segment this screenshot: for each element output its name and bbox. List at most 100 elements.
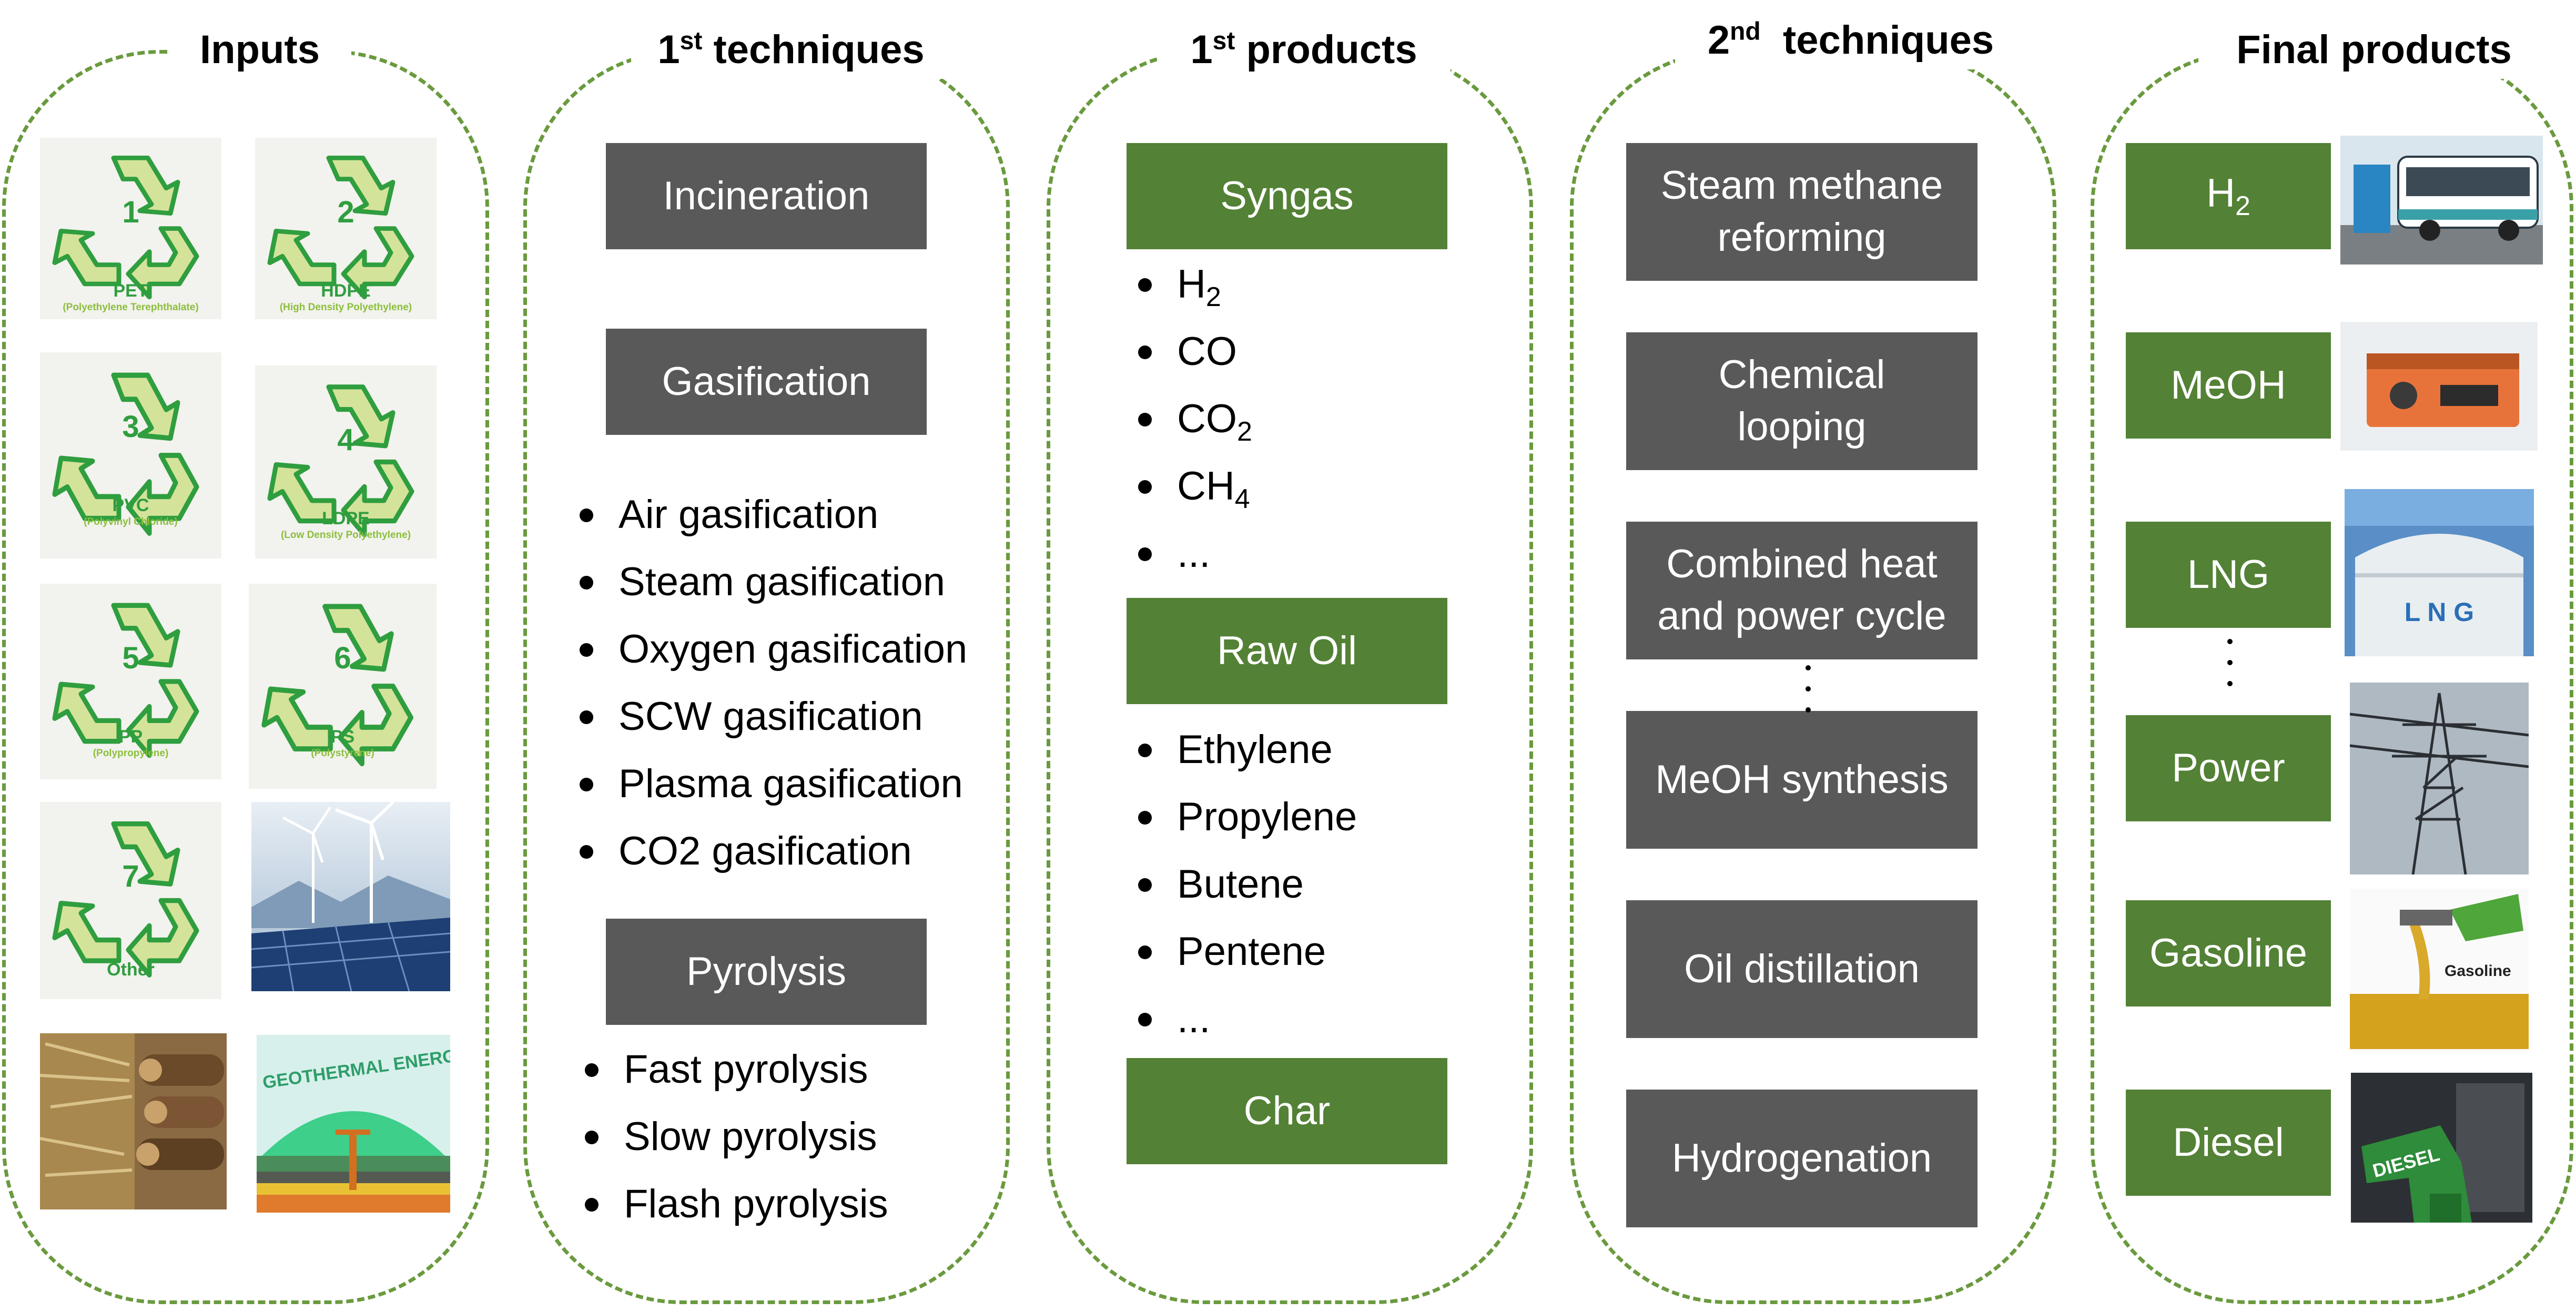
final-product-box: LNG bbox=[2126, 522, 2331, 628]
list-item: Butene bbox=[1131, 851, 1357, 918]
box-label: Gasification bbox=[662, 359, 871, 404]
power-pylon-image bbox=[2350, 683, 2529, 874]
box-label-line: reforming bbox=[1717, 215, 1887, 260]
list-item: Ethylene bbox=[1131, 716, 1357, 784]
plastic-name: (High Density Polyethylene) bbox=[279, 302, 412, 313]
final-product-box: Power bbox=[2126, 715, 2331, 821]
recycle-number: 2 bbox=[337, 195, 354, 229]
plastic-code: PS bbox=[330, 727, 355, 747]
recycle-arrows-icon bbox=[261, 604, 414, 767]
plastic-code: Other bbox=[107, 960, 155, 980]
list-item: CO bbox=[1131, 318, 1252, 385]
plastic-name: (Low Density Polyethylene) bbox=[280, 530, 411, 541]
recycle-arrows-icon bbox=[267, 384, 414, 537]
plastic-name: (Polyethylene Terephthalate) bbox=[63, 302, 199, 313]
incineration-box: Incineration bbox=[606, 143, 927, 249]
recycle-number: 7 bbox=[122, 859, 139, 893]
box-label: MeOH synthesis bbox=[1655, 754, 1949, 806]
recycle-number: 4 bbox=[337, 423, 354, 457]
list-item: Fast pyrolysis bbox=[577, 1036, 888, 1103]
plastic-name: (Polypropylene) bbox=[93, 748, 169, 759]
list-item: ... bbox=[1131, 985, 1357, 1053]
recycle-number: 5 bbox=[122, 641, 139, 675]
final-product-box: Gasoline bbox=[2126, 900, 2331, 1006]
title-superscript: st bbox=[1212, 27, 1235, 55]
lng-tank-graphic bbox=[2345, 489, 2534, 656]
list-item: Oxygen gasification bbox=[572, 616, 967, 683]
hydrogen-bus-image bbox=[2340, 136, 2543, 265]
biomass-wood-image bbox=[40, 1033, 227, 1209]
list-item: CO2 bbox=[1131, 385, 1252, 453]
ellipsis-vertical-icon bbox=[1803, 665, 1813, 713]
second-technique-box: MeOH synthesis bbox=[1626, 711, 1977, 849]
list-item: Plasma gasification bbox=[572, 750, 967, 818]
list-item: Steam gasification bbox=[572, 548, 967, 616]
box-label-line: Oil distillation bbox=[1684, 946, 1920, 991]
lng-tank-image: L N G bbox=[2345, 489, 2534, 656]
list-item: ... bbox=[1131, 520, 1252, 587]
biomass-wood-graphic bbox=[40, 1033, 227, 1209]
plastic-code: HDPE bbox=[321, 281, 371, 301]
final-product-box: MeOH bbox=[2126, 332, 2331, 439]
final-product-box: H2 bbox=[2126, 143, 2331, 249]
title-number: 1 bbox=[657, 27, 680, 72]
box-label: Chemical looping bbox=[1719, 349, 1885, 453]
recycle-arrows-icon bbox=[52, 156, 199, 300]
diesel-nozzle-image: DIESEL bbox=[2351, 1073, 2532, 1223]
box-label: Power bbox=[2172, 745, 2285, 790]
title-number: 2 bbox=[1707, 18, 1730, 63]
box-label-line: Hydrogenation bbox=[1671, 1135, 1932, 1181]
box-label: LNG bbox=[2187, 552, 2270, 597]
hydrogen-bus-graphic bbox=[2340, 136, 2543, 265]
wind-solar-image bbox=[251, 802, 450, 991]
box-label: Diesel bbox=[2173, 1120, 2284, 1165]
recycle-number: 6 bbox=[334, 641, 351, 675]
ellipsis-vertical-icon bbox=[2225, 639, 2235, 686]
diesel-nozzle-graphic bbox=[2351, 1073, 2532, 1223]
box-label: Char bbox=[1243, 1088, 1331, 1133]
box-label-line: looping bbox=[1737, 404, 1867, 449]
gasification-box: Gasification bbox=[606, 329, 927, 435]
title-text: products bbox=[1235, 27, 1417, 72]
first-products-title: 1st products bbox=[1157, 21, 1451, 79]
final-product-box: Diesel bbox=[2126, 1090, 2331, 1196]
gasoline-pour-graphic bbox=[2350, 889, 2529, 1049]
fuel-cell-device-image bbox=[2340, 322, 2538, 451]
box-label: MeOH bbox=[2171, 362, 2286, 408]
inputs-title: Inputs bbox=[168, 21, 351, 79]
fuel-cell-device-graphic bbox=[2340, 322, 2538, 451]
box-label-line: Chemical bbox=[1718, 352, 1885, 398]
recycle-arrows-icon bbox=[52, 821, 199, 978]
syngas-box: Syngas bbox=[1127, 143, 1447, 249]
list-item: Air gasification bbox=[572, 481, 967, 548]
title-number: 1 bbox=[1190, 27, 1213, 72]
power-pylon-graphic bbox=[2350, 683, 2529, 874]
plastic-name: (Polyvinyl Chloride) bbox=[84, 516, 178, 527]
raw-oil-box: Raw Oil bbox=[1127, 598, 1447, 704]
pyrolysis-box: Pyrolysis bbox=[606, 919, 927, 1025]
plastic-code: LDPE bbox=[322, 508, 370, 528]
geothermal-image: GEOTHERMAL ENERGY bbox=[257, 1035, 450, 1213]
plastic-code: PET bbox=[113, 281, 148, 301]
box-label: Pyrolysis bbox=[686, 949, 847, 994]
box-label: Incineration bbox=[663, 173, 870, 218]
title-text: techniques bbox=[702, 27, 925, 72]
recycle-arrows-icon bbox=[267, 156, 414, 300]
recycle-number: 3 bbox=[122, 410, 139, 444]
second-technique-box: Oil distillation bbox=[1626, 900, 1977, 1038]
wind-solar-graphic bbox=[251, 802, 450, 991]
plastic-code: PVC bbox=[112, 495, 149, 515]
